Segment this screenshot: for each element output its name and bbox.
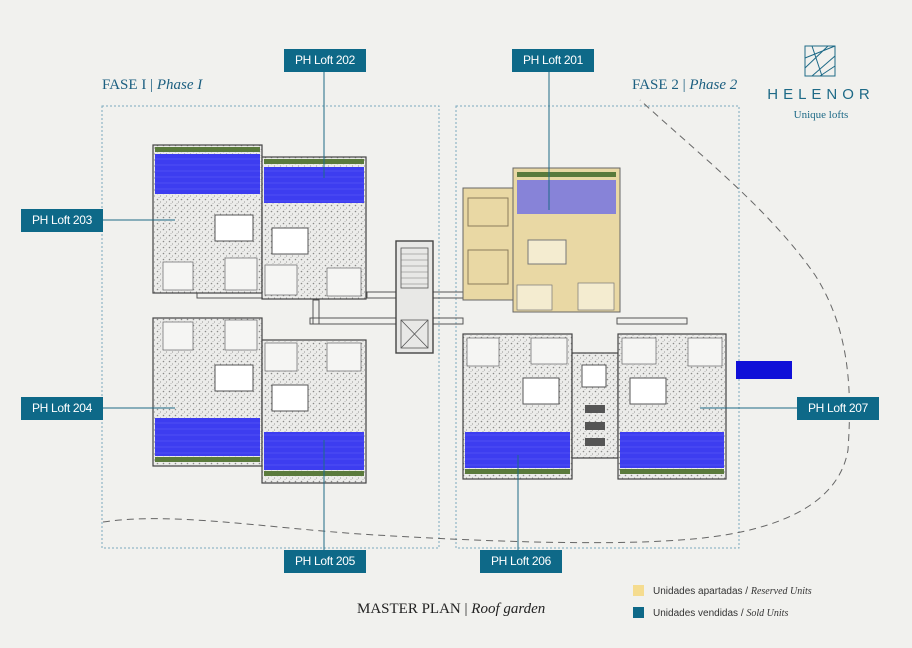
helenor-logo-mark — [804, 45, 836, 77]
property-boundary — [102, 99, 850, 544]
central-pavilion — [571, 352, 619, 459]
unit-tag-ph-loft-203[interactable]: PH Loft 203 — [21, 209, 103, 232]
brand-logo: HELENOR Unique lofts — [760, 42, 882, 121]
legend-sold-swatch — [633, 607, 644, 618]
unit-tag-ph-loft-202[interactable]: PH Loft 202 — [284, 49, 366, 72]
unit-tag-ph-loft-204[interactable]: PH Loft 204 — [21, 397, 103, 420]
building-ph-loft-204 — [152, 317, 263, 467]
phase-2-area — [455, 105, 740, 549]
legend-reserved-es: Unidades apartadas / — [653, 586, 749, 597]
phase-1-title: FASE I | Phase I — [102, 77, 203, 93]
phase-1-italic: Phase I — [156, 77, 203, 93]
legend-reserved-en: Reserved Units — [750, 586, 812, 597]
leader-lines — [100, 71, 798, 550]
phase-2-label: FASE 2 — [632, 77, 679, 93]
brand-name: HELENOR — [767, 86, 875, 103]
building-ph-loft-202 — [261, 156, 367, 300]
brand-tagline: Unique lofts — [793, 109, 849, 121]
legend-reserved: Unidades apartadas / Reserved Units — [633, 585, 812, 597]
unit-tag-ph-loft-201[interactable]: PH Loft 201 — [512, 49, 594, 72]
stair-core — [395, 240, 434, 354]
phase-2-italic: Phase 2 — [689, 77, 738, 93]
blue-marker — [736, 361, 792, 379]
legend-reserved-swatch — [633, 585, 644, 596]
building-ph-loft-207 — [617, 333, 727, 480]
plan-title-italic: Roof garden — [471, 601, 546, 617]
phase-1-area — [101, 105, 440, 549]
unit-tag-ph-loft-205[interactable]: PH Loft 205 — [284, 550, 366, 573]
phase-1-label: FASE I — [102, 77, 147, 93]
plan-title-main: MASTER PLAN — [357, 601, 461, 617]
plan-title: MASTER PLAN | Roof garden — [357, 601, 546, 617]
phase-2-title: FASE 2 | Phase 2 — [632, 77, 738, 93]
legend-sold-en: Sold Units — [746, 608, 789, 619]
building-ph-loft-203 — [152, 144, 263, 294]
building-ph-loft-201 — [462, 167, 621, 313]
legend-sold-es: Unidades vendidas / — [653, 608, 744, 619]
legend-sold: Unidades vendidas / Sold Units — [633, 607, 788, 619]
unit-tag-ph-loft-207[interactable]: PH Loft 207 — [797, 397, 879, 420]
building-ph-loft-205 — [261, 339, 367, 484]
unit-tag-ph-loft-206[interactable]: PH Loft 206 — [480, 550, 562, 573]
